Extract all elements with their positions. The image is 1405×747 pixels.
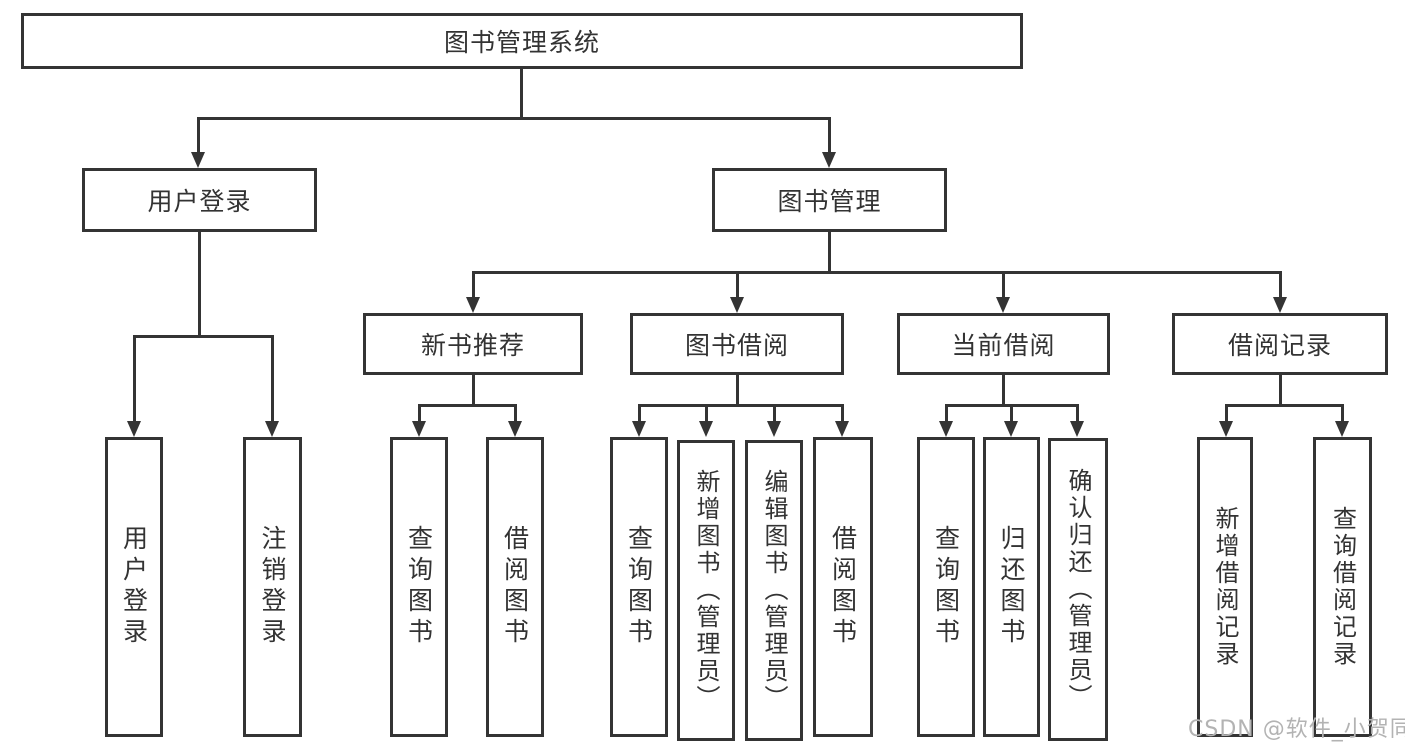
node-user-login-label: 用户登录	[147, 187, 252, 216]
node-user-login: 用户登录	[82, 168, 317, 232]
arrow-down-icon	[265, 421, 279, 437]
connector-line	[514, 404, 517, 423]
arrow-down-icon	[1070, 421, 1084, 437]
connector-line	[472, 271, 475, 299]
connector-line	[1225, 404, 1344, 407]
connector-line	[1225, 404, 1228, 423]
leaf-borrow-book-label: 借阅图书	[828, 525, 858, 649]
leaf-recommend-query-book: 查询图书	[390, 437, 448, 737]
leaf-recommend-borrow-book: 借阅图书	[486, 437, 544, 737]
arrow-down-icon	[191, 152, 205, 168]
arrow-down-icon	[632, 421, 646, 437]
connector-line	[520, 69, 523, 118]
leaf-query-borrow-record-label: 查询借阅记录	[1328, 506, 1357, 668]
node-book-mgmt-label: 图书管理	[777, 187, 882, 216]
leaf-add-book-admin: 新增图书（管理员）	[677, 440, 735, 741]
connector-line	[705, 404, 708, 423]
node-root: 图书管理系统	[21, 13, 1023, 69]
connector-line	[198, 232, 201, 338]
arrow-down-icon	[939, 421, 953, 437]
connector-line	[1002, 271, 1005, 299]
leaf-user-login: 用户登录	[105, 437, 163, 737]
leaf-add-book-admin-label: 新增图书（管理员）	[692, 469, 720, 712]
leaf-edit-book-admin-label: 编辑图书（管理员）	[760, 469, 788, 712]
connector-line	[638, 404, 844, 407]
node-borrow-record-label: 借阅记录	[1227, 331, 1332, 360]
leaf-borrow-book: 借阅图书	[813, 437, 873, 737]
connector-line	[418, 404, 421, 423]
connector-line	[472, 375, 475, 407]
arrow-down-icon	[508, 421, 522, 437]
arrow-down-icon	[822, 152, 836, 168]
arrow-down-icon	[412, 421, 426, 437]
connector-line	[1010, 404, 1013, 423]
leaf-user-login-label: 用户登录	[119, 525, 149, 649]
node-book-borrow: 图书借阅	[630, 313, 844, 375]
leaf-confirm-return-admin-label: 确认归还（管理员）	[1064, 468, 1092, 711]
connector-line	[1279, 271, 1282, 299]
leaf-edit-book-admin: 编辑图书（管理员）	[745, 440, 803, 741]
leaf-query-borrow-record: 查询借阅记录	[1313, 437, 1372, 737]
leaf-logout: 注销登录	[243, 437, 302, 737]
connector-line	[736, 271, 739, 299]
arrow-down-icon	[1273, 297, 1287, 313]
arrow-down-icon	[699, 421, 713, 437]
arrow-down-icon	[767, 421, 781, 437]
connector-line	[841, 404, 844, 423]
connector-line	[773, 404, 776, 423]
connector-line	[197, 117, 831, 120]
leaf-borrow-query-book: 查询图书	[610, 437, 668, 737]
leaf-confirm-return-admin: 确认归还（管理员）	[1048, 438, 1108, 741]
arrow-down-icon	[835, 421, 849, 437]
leaf-add-borrow-record: 新增借阅记录	[1197, 437, 1253, 737]
leaf-return-book-label: 归还图书	[997, 525, 1026, 649]
connector-line	[472, 271, 1282, 274]
arrow-down-icon	[1219, 421, 1233, 437]
connector-line	[945, 404, 948, 423]
arrow-down-icon	[127, 421, 141, 437]
node-book-borrow-label: 图书借阅	[684, 331, 789, 360]
node-borrow-record: 借阅记录	[1172, 313, 1388, 375]
node-new-book-recommend: 新书推荐	[363, 313, 583, 375]
node-root-label: 图书管理系统	[443, 28, 600, 57]
connector-line	[828, 117, 831, 154]
connector-line	[638, 404, 641, 423]
leaf-borrow-query-book-label: 查询图书	[624, 525, 654, 649]
leaf-return-book: 归还图书	[983, 437, 1040, 737]
connector-line	[1002, 375, 1005, 407]
leaf-current-query-book-label: 查询图书	[931, 525, 961, 649]
leaf-recommend-query-book-label: 查询图书	[404, 525, 434, 649]
connector-line	[133, 335, 136, 423]
arrow-down-icon	[996, 297, 1010, 313]
connector-line	[197, 117, 200, 154]
connector-line	[418, 404, 517, 407]
node-new-book-recommend-label: 新书推荐	[420, 331, 525, 360]
csdn-watermark: CSDN @软件_小贺同学	[1188, 717, 1405, 742]
node-book-mgmt: 图书管理	[712, 168, 947, 232]
node-current-borrow-label: 当前借阅	[951, 331, 1056, 360]
connector-line	[828, 232, 831, 274]
connector-line	[736, 375, 739, 407]
leaf-recommend-borrow-book-label: 借阅图书	[500, 525, 530, 649]
arrow-down-icon	[1335, 421, 1349, 437]
leaf-add-borrow-record-label: 新增借阅记录	[1211, 506, 1239, 668]
connector-line	[271, 335, 274, 423]
connector-line	[1279, 375, 1282, 407]
arrow-down-icon	[466, 297, 480, 313]
arrow-down-icon	[730, 297, 744, 313]
connector-line	[1076, 404, 1079, 423]
arrow-down-icon	[1004, 421, 1018, 437]
connector-line	[133, 335, 274, 338]
node-current-borrow: 当前借阅	[897, 313, 1110, 375]
connector-line	[1341, 404, 1344, 423]
leaf-current-query-book: 查询图书	[917, 437, 975, 737]
leaf-logout-label: 注销登录	[258, 525, 287, 649]
